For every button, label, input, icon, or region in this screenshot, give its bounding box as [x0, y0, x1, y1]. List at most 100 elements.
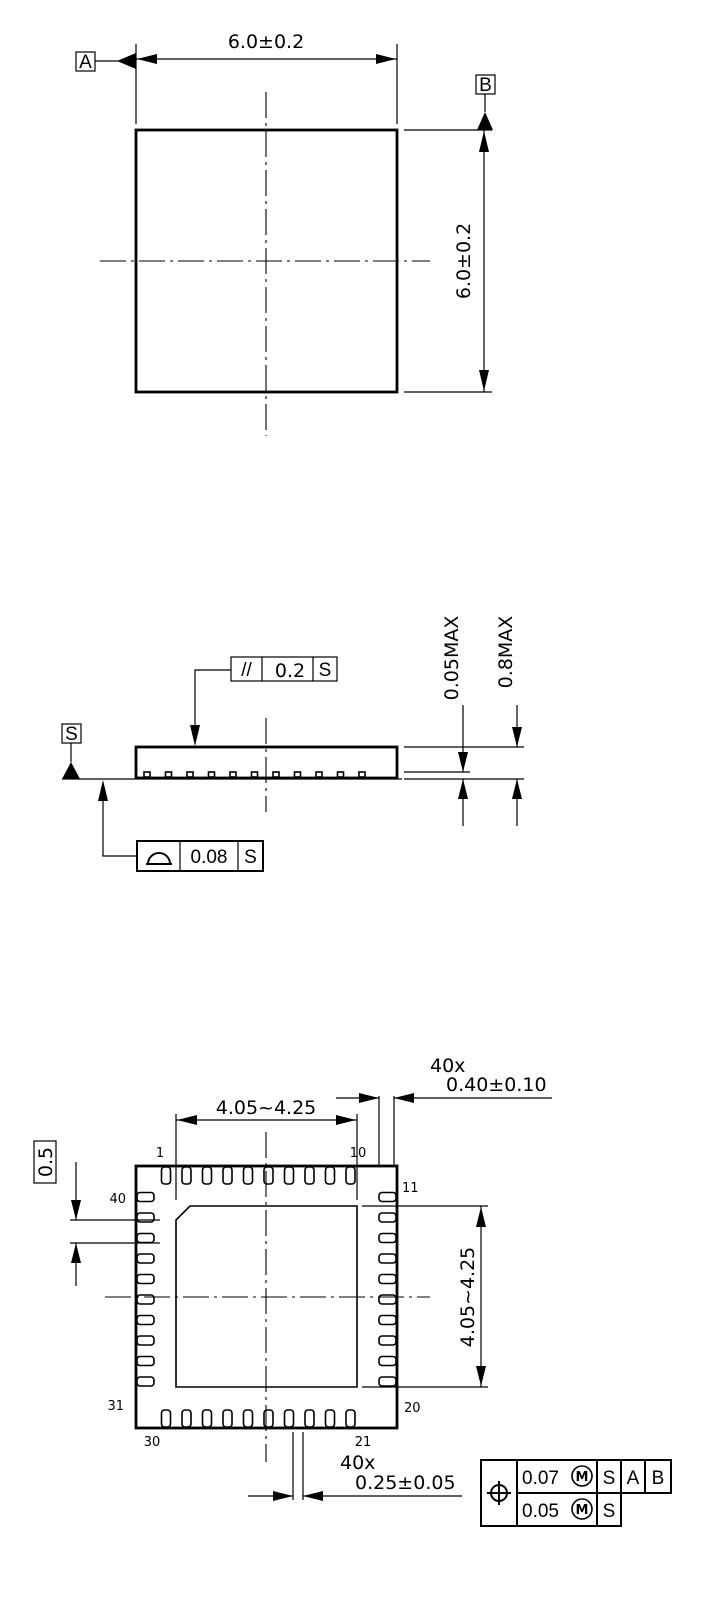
coplanarity-frame — [136, 840, 264, 872]
height-dimension-label: 6.0±0.2 — [453, 223, 475, 299]
mmc-icon-row1 — [571, 1465, 593, 1487]
pad-top — [345, 1166, 356, 1185]
pad-bottom — [201, 1409, 213, 1428]
dim-arrow-bottom — [479, 370, 489, 391]
side-lead — [250, 771, 259, 778]
pad-right — [378, 1294, 397, 1305]
pin-11-label: 11 — [402, 1181, 419, 1196]
pad-top — [160, 1166, 172, 1185]
datum-b-triangle — [477, 112, 493, 130]
pad-right — [378, 1191, 397, 1203]
pad-right — [378, 1212, 397, 1223]
pad-right — [378, 1232, 397, 1244]
coplanarity-tolerance: 0.08 — [191, 847, 228, 868]
standoff-arrow-up — [458, 779, 468, 799]
pad-height-label: 4.05~4.25 — [457, 1247, 479, 1348]
pad-left — [136, 1376, 155, 1387]
side-lead-row — [143, 771, 366, 778]
lead-length-label: 0.25±0.05 — [355, 1472, 456, 1494]
pad-left — [136, 1212, 155, 1223]
pin-40-label: 40 — [109, 1192, 126, 1207]
pad-top — [263, 1166, 274, 1185]
pad-bottom — [283, 1409, 295, 1428]
parallelism-arrow — [190, 725, 200, 746]
side-lead — [272, 771, 280, 778]
pad-bottom — [181, 1409, 192, 1428]
pad-left — [136, 1314, 155, 1326]
top-view: 6.0±0.2 A 6.0±0.2 B — [75, 31, 496, 436]
pad-height-arrow-bottom — [476, 1366, 486, 1386]
position-row2-datum-1: S — [603, 1501, 616, 1522]
parallelism-symbol: // — [241, 660, 252, 681]
side-lead — [336, 771, 345, 778]
height-arrow-up — [512, 779, 522, 799]
package-height-label: 0.8MAX — [495, 616, 517, 689]
coplanarity-leader — [102, 801, 137, 857]
dim-arrow-right — [376, 54, 396, 64]
position-row1-datum-2: A — [627, 1468, 640, 1489]
pin-20-label: 20 — [404, 1401, 421, 1416]
datum-s-triangle — [62, 762, 80, 779]
position-row2-tolerance: 0.05 — [522, 1501, 559, 1522]
mmc-icon-row2 — [571, 1498, 593, 1520]
side-lead — [315, 771, 323, 778]
pad-right — [378, 1355, 397, 1367]
pad-bottom — [345, 1409, 356, 1428]
pad-left — [136, 1191, 155, 1203]
pad-right — [378, 1376, 397, 1387]
side-lead — [293, 771, 302, 778]
side-lead — [164, 771, 173, 778]
pad-right — [378, 1253, 397, 1264]
coplanarity-symbol-icon — [146, 852, 172, 865]
width-dimension-label: 6.0±0.2 — [228, 31, 304, 53]
coplanarity-datum: S — [244, 847, 257, 868]
pin-31-label: 31 — [107, 1399, 124, 1414]
side-view: S // 0.2 S 0.08 S 0.05MAX 0.8MAX — [61, 616, 524, 872]
pad-left — [136, 1253, 155, 1264]
dim-arrow-top — [479, 131, 489, 152]
side-lead — [229, 771, 237, 778]
pad-right — [378, 1314, 397, 1326]
pad-right — [378, 1273, 397, 1285]
pad-top — [222, 1166, 233, 1185]
parallelism-datum: S — [319, 660, 332, 681]
position-row2-datum-1-cell — [596, 1492, 622, 1527]
dim-arrow-left — [137, 54, 157, 64]
parallelism-frame — [230, 656, 338, 682]
pad-width-arrow-right — [336, 1115, 356, 1125]
pad-top — [324, 1166, 336, 1185]
pad-left — [136, 1273, 155, 1285]
lead-length-arrow-right — [303, 1491, 323, 1501]
lead-length-arrow-left — [273, 1491, 293, 1501]
position-row1-datum-1-cell — [596, 1459, 622, 1494]
side-lead — [207, 771, 216, 778]
pad-height-arrow-top — [476, 1207, 486, 1227]
pad-left — [136, 1355, 155, 1367]
pad-bottom — [160, 1409, 172, 1428]
lead-length-count: 40x — [340, 1452, 375, 1474]
datum-a-label: A — [79, 52, 92, 73]
pitch-label: 0.5 — [35, 1147, 57, 1177]
pad-top — [283, 1166, 295, 1185]
pad-top — [304, 1166, 315, 1185]
pad-top — [181, 1166, 192, 1185]
pad-bottom — [324, 1409, 336, 1428]
lead-width-arrow-right — [394, 1093, 414, 1103]
pin-21-label: 21 — [355, 1435, 372, 1450]
datum-b-label: B — [479, 75, 492, 96]
lead-width-label: 0.40±0.10 — [446, 1074, 547, 1096]
side-lead — [143, 771, 151, 778]
parallelism-leader — [194, 669, 231, 725]
pad-bottom — [222, 1409, 233, 1428]
pad-bottom — [242, 1409, 254, 1428]
standoff-dim-label: 0.05MAX — [441, 616, 463, 701]
pad-width-arrow-left — [177, 1115, 197, 1125]
datum-s-label: S — [65, 724, 78, 745]
position-row1-datum-3: B — [652, 1468, 665, 1489]
mmc-letter-row1: M — [576, 1470, 589, 1485]
pitch-basic-box — [33, 1140, 57, 1184]
parallelism-tolerance: 0.2 — [275, 660, 305, 682]
pad-right — [378, 1335, 397, 1346]
datum-a-triangle — [117, 53, 136, 69]
